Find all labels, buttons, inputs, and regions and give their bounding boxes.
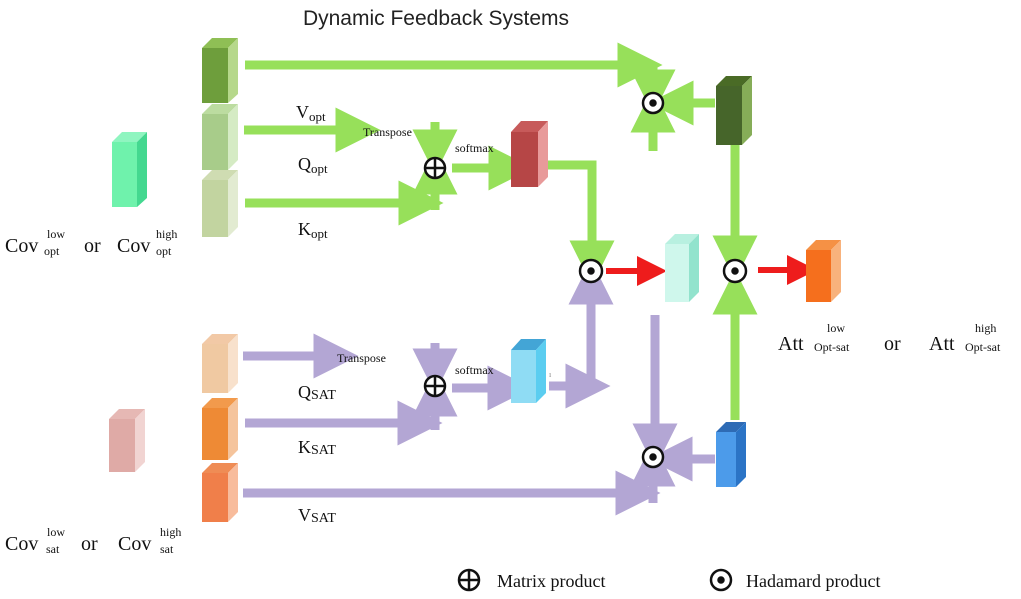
optical-arrows — [244, 42, 758, 420]
svg-text:low: low — [827, 321, 845, 335]
operators — [423, 91, 748, 469]
hadamard-top-icon — [641, 91, 665, 115]
q-opt-label: Qopt — [298, 154, 328, 176]
dark-green-block — [716, 76, 752, 145]
softmax-top-block — [511, 121, 548, 187]
teal-block — [665, 234, 699, 302]
cov-opt-label: Cov low opt or Cov high opt — [5, 227, 177, 258]
svg-text:or: or — [81, 533, 98, 555]
matrix-product-legend-label: Matrix product — [497, 571, 605, 591]
svg-text:Cov: Cov — [118, 533, 151, 555]
k-opt-label: Kopt — [298, 219, 328, 241]
transpose-top-label: Transpose — [363, 125, 412, 139]
softmax-bottom-block — [511, 339, 546, 403]
transpose-bottom-label: Transpose — [337, 351, 386, 365]
matrix-product-opt-icon — [423, 156, 447, 180]
matrix-product-legend-icon — [457, 568, 481, 592]
svg-text:low: low — [47, 227, 65, 241]
k-opt-block — [202, 170, 238, 237]
opt-top-block — [202, 38, 238, 103]
softmax-top-label: softmax — [455, 141, 494, 155]
svg-text:high: high — [975, 321, 996, 335]
v-sat-block — [202, 463, 238, 522]
softmax-top-out-arrow — [548, 160, 615, 286]
k-sat-label: KSAT — [298, 437, 336, 458]
output-block — [806, 240, 841, 302]
v-sat-label: VSAT — [298, 505, 336, 526]
svg-text:or: or — [884, 333, 901, 355]
svg-text:sat: sat — [160, 542, 174, 556]
cov-sat-block — [109, 409, 145, 472]
hadamard-product-legend-icon — [709, 568, 733, 592]
svg-text:high: high — [160, 525, 181, 539]
blue-block — [716, 422, 746, 487]
output-arrows — [606, 255, 817, 286]
svg-text:sat: sat — [46, 542, 60, 556]
labels: Vopt Transpose softmax Qopt Kopt Transpo… — [5, 102, 1001, 556]
k-sat-block — [202, 398, 238, 460]
feature-blocks — [109, 38, 841, 522]
svg-text:Cov: Cov — [5, 533, 38, 555]
hadamard-product-legend-label: Hadamard product — [746, 571, 880, 591]
cov-opt-block — [112, 132, 147, 207]
q-sat-block — [202, 334, 238, 393]
svg-text:opt: opt — [156, 244, 172, 258]
svg-text:Cov: Cov — [5, 235, 38, 257]
hadamard-center-icon — [578, 258, 604, 284]
hadamard-right-icon — [722, 258, 748, 284]
matrix-product-sat-icon — [423, 374, 447, 398]
tick-mark: ı — [549, 370, 552, 379]
v-opt-block — [202, 104, 238, 170]
sat-arrows — [243, 259, 715, 516]
diagram-title: Dynamic Feedback Systems — [303, 7, 569, 30]
svg-text:or: or — [84, 235, 101, 257]
hadamard-bottom-icon — [641, 445, 665, 469]
svg-text:Opt-sat: Opt-sat — [814, 340, 850, 354]
svg-text:Att: Att — [929, 333, 955, 355]
svg-text:high: high — [156, 227, 177, 241]
q-sat-label: QSAT — [298, 382, 336, 403]
softmax-bottom-label: softmax — [455, 363, 494, 377]
cov-sat-label: Cov low sat or Cov high sat — [5, 525, 181, 556]
svg-text:Opt-sat: Opt-sat — [965, 340, 1001, 354]
att-output-label: Att low Opt-sat or Att high Opt-sat — [778, 321, 1001, 355]
svg-text:opt: opt — [44, 244, 60, 258]
svg-text:Att: Att — [778, 333, 804, 355]
legend: Matrix product Hadamard product — [457, 568, 880, 592]
svg-text:Cov: Cov — [117, 235, 150, 257]
svg-text:low: low — [47, 525, 65, 539]
v-opt-label: Vopt — [296, 102, 326, 124]
